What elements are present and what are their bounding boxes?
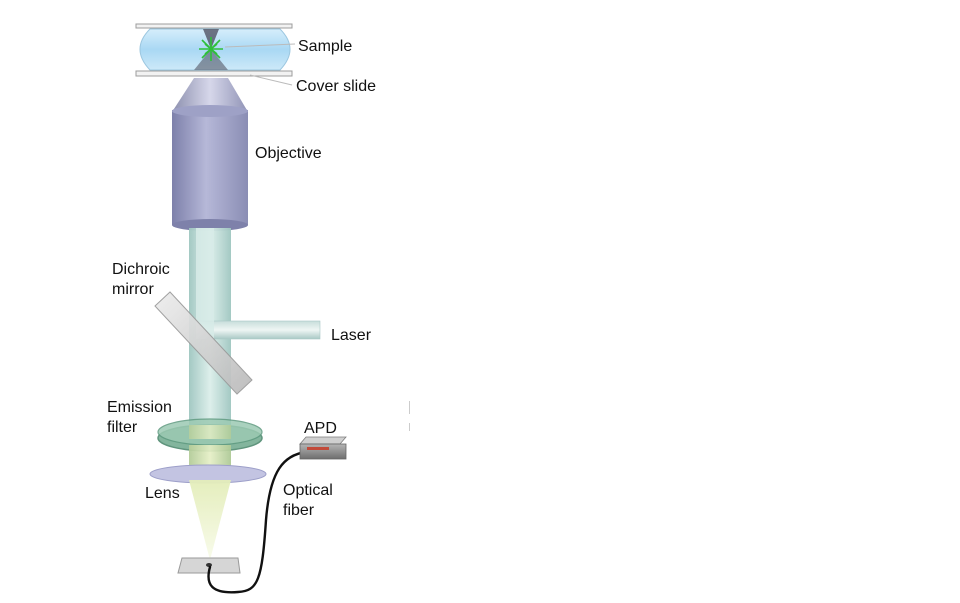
laser-beam — [195, 228, 321, 340]
objective-cone — [172, 78, 248, 112]
dichroic-mirror — [154, 291, 253, 395]
optical-fiber — [207, 450, 308, 594]
objective — [172, 78, 248, 231]
top-slide — [135, 23, 293, 29]
sample-chamber — [135, 23, 296, 86]
label-optical-fiber: Optical fiber — [283, 482, 333, 519]
star-burst-icon — [199, 37, 223, 61]
cover-slide-leader — [249, 74, 293, 86]
cover-slide-glass — [135, 70, 293, 77]
label-objective: Objective — [255, 145, 322, 162]
label-apd: APD — [304, 420, 337, 437]
pinhole-icon — [177, 557, 241, 574]
artifact-mark-1 — [409, 401, 410, 414]
objective-body — [172, 110, 248, 225]
label-sample: Sample — [298, 38, 353, 55]
sample-leader — [224, 43, 296, 48]
apd-box-icon — [299, 436, 347, 460]
emission-filter — [157, 418, 263, 452]
label-lens: Lens — [145, 485, 180, 502]
label-cover-slide: Cover slide — [296, 78, 377, 95]
objective-top-rim — [172, 105, 248, 117]
label-laser: Laser — [331, 327, 372, 344]
label-dichroic-mirror: Dichroic mirror — [112, 261, 170, 298]
artifact-mark-2 — [409, 423, 410, 431]
label-emission-filter: Emission filter — [107, 399, 172, 436]
focusing-cone — [189, 480, 231, 560]
